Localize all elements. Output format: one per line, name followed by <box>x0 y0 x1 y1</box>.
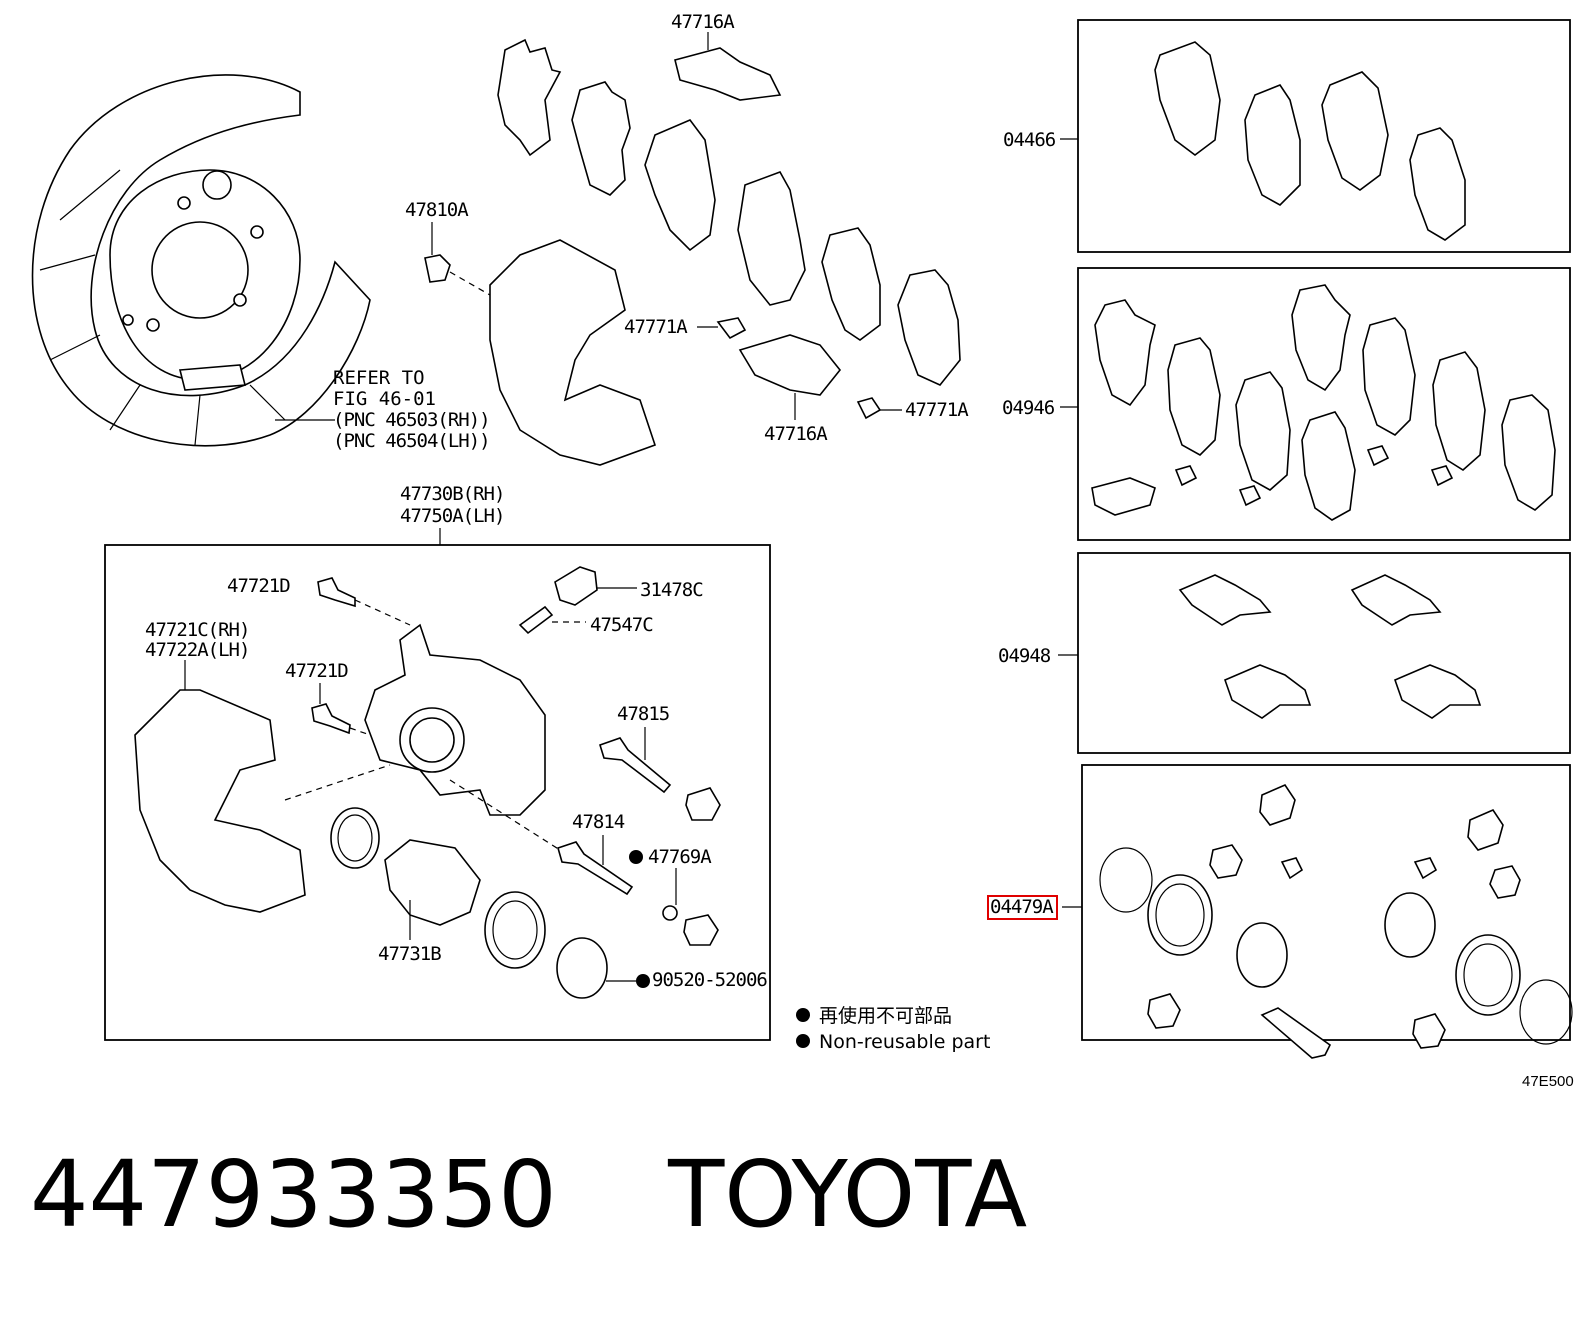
kit-box-04948 <box>1077 552 1571 754</box>
label-mount-rh: 47721C(RH) <box>145 619 249 641</box>
kit-box-04466 <box>1077 19 1571 253</box>
caliper-assembly-illustration <box>134 566 721 999</box>
refer-note-line4: (PNC 46504(LH)) <box>333 430 490 452</box>
part-number: 447933350 <box>30 1141 557 1248</box>
kit-04479a-seals-illustration <box>1099 783 1573 1059</box>
label-31478c: 31478C <box>640 579 703 601</box>
label-90520-52006: 90520-52006 <box>652 969 767 991</box>
non-reusable-dot <box>629 850 643 864</box>
label-47547c: 47547C <box>590 614 653 636</box>
kit-box-04946 <box>1077 267 1571 541</box>
label-04946: 04946 <box>1002 397 1055 419</box>
brand-name: TOYOTA <box>668 1141 1028 1248</box>
legend-dot <box>796 1034 810 1048</box>
legend-japanese: 再使用不可部品 <box>819 1005 952 1027</box>
label-47771a-left: 47771A <box>624 316 688 338</box>
label-47815: 47815 <box>617 703 669 725</box>
kit-04946-pads-illustration <box>1091 284 1556 521</box>
refer-note-line3: (PNC 46503(RH)) <box>333 409 490 431</box>
non-reusable-dot <box>636 974 650 988</box>
label-47721d-mid: 47721D <box>285 660 348 682</box>
label-caliper-lh: 47750A(LH) <box>400 505 504 527</box>
label-mount-lh: 47722A(LH) <box>145 639 249 661</box>
label-47721d-top: 47721D <box>227 575 290 597</box>
refer-note-line2: FIG 46-01 <box>333 388 436 410</box>
part-caption: 447933350 TOYOTA <box>30 1140 1230 1250</box>
label-47716a-top: 47716A <box>671 11 735 33</box>
label-47814: 47814 <box>572 811 625 833</box>
caliper-assembly-box <box>104 544 771 1041</box>
refer-note-line1: REFER TO <box>333 367 425 389</box>
label-04479a: 04479A <box>990 896 1054 918</box>
brake-pads-illustration <box>497 38 961 396</box>
kit-box-04479a <box>1081 764 1571 1041</box>
label-04466: 04466 <box>1003 129 1056 151</box>
legend-english: Non-reusable part <box>819 1031 990 1053</box>
caliper-mount-upper-illustration <box>424 239 882 466</box>
figure-code: 47E500 <box>1522 1073 1574 1090</box>
legend-dot <box>796 1008 810 1022</box>
label-47810a: 47810A <box>405 199 469 221</box>
label-04948: 04948 <box>998 645 1051 667</box>
label-caliper-rh: 47730B(RH) <box>400 483 504 505</box>
label-47769a: 47769A <box>648 846 712 868</box>
kit-04466-pads-illustration <box>1154 41 1466 241</box>
dust-shield-illustration <box>31 74 371 447</box>
highlight-04479a <box>987 895 1058 920</box>
kit-04948-shims-illustration <box>1178 574 1482 719</box>
label-47716a-bottom: 47716A <box>764 423 828 445</box>
label-47771a-right: 47771A <box>905 399 969 421</box>
label-47731b: 47731B <box>378 943 441 965</box>
